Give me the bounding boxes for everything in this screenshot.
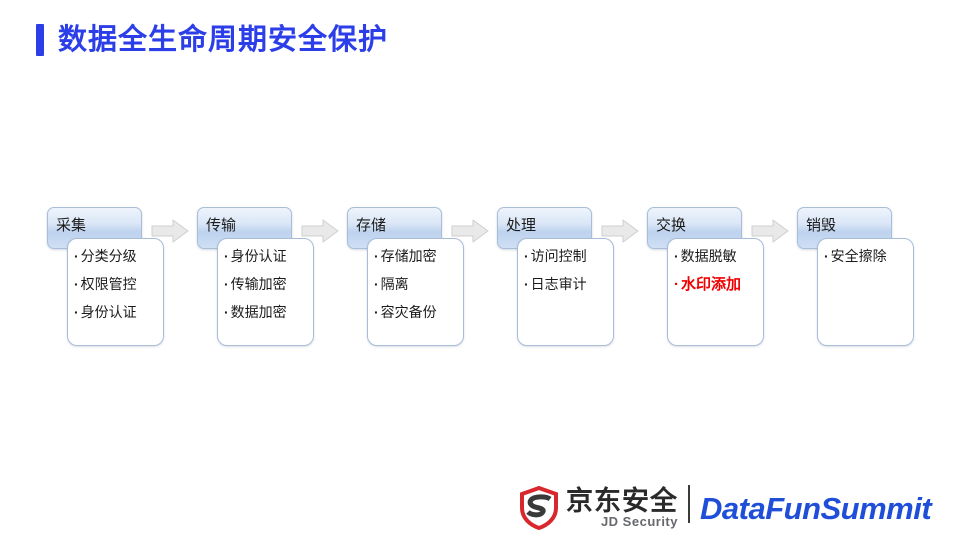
flow-stage-card: 分类分级权限管控身份认证 <box>67 238 164 346</box>
lifecycle-flow-diagram: 采集分类分级权限管控身份认证传输身份认证传输加密数据加密存储存储加密隔离容灾备份… <box>47 207 914 357</box>
flow-stage-item: 身份认证 <box>74 305 163 319</box>
flow-stage-item: 日志审计 <box>524 277 613 291</box>
right-arrow-icon <box>451 219 489 243</box>
flow-stage-card: 数据脱敏水印添加 <box>667 238 764 346</box>
flow-stage-header-label: 传输 <box>206 217 237 234</box>
flow-stage-item: 访问控制 <box>524 249 613 263</box>
page-title: 数据全生命周期安全保护 <box>36 24 388 56</box>
flow-stage-item: 数据加密 <box>224 305 313 319</box>
flow-stage-header-label: 采集 <box>56 217 87 234</box>
right-arrow-icon <box>151 219 189 243</box>
shield-icon <box>518 485 560 531</box>
flow-stage-card: 访问控制日志审计 <box>517 238 614 346</box>
flow-stage-item: 权限管控 <box>74 277 163 291</box>
flow-stage-card: 存储加密隔离容灾备份 <box>367 238 464 346</box>
title-accent-bar <box>36 24 44 56</box>
flow-stage-header-label: 销毁 <box>806 217 837 234</box>
flow-stage-card: 安全擦除 <box>817 238 914 346</box>
datafunsummit-wordmark: DataFunSummit <box>700 490 932 526</box>
flow-stage-header-label: 存储 <box>356 217 387 234</box>
flow-stage: 传输身份认证传输加密数据加密 <box>197 207 322 357</box>
right-arrow-icon <box>301 219 339 243</box>
flow-stage: 销毁安全擦除 <box>797 207 922 357</box>
flow-stage-item: 水印添加 <box>674 277 763 292</box>
jd-security-en: JD Security <box>600 514 678 530</box>
flow-stage: 存储存储加密隔离容灾备份 <box>347 207 472 357</box>
flow-stage-item: 容灾备份 <box>374 305 463 319</box>
jd-security-wordmark: 京东安全 JD Security <box>566 485 678 530</box>
footer-logos: 京东安全 JD Security DataFunSummit <box>518 482 932 534</box>
flow-stage-header-label: 交换 <box>656 217 687 234</box>
flow-stage-item: 安全擦除 <box>824 249 913 263</box>
right-arrow-icon <box>601 219 639 243</box>
right-arrow-icon <box>751 219 789 243</box>
logo-divider <box>688 485 690 523</box>
flow-stage-header-label: 处理 <box>506 217 537 234</box>
flow-stage-item: 传输加密 <box>224 277 313 291</box>
flow-stage-item: 隔离 <box>374 277 463 291</box>
flow-stage: 交换数据脱敏水印添加 <box>647 207 772 357</box>
flow-stage: 采集分类分级权限管控身份认证 <box>47 207 172 357</box>
flow-stage-item: 身份认证 <box>224 249 313 263</box>
flow-stage-card: 身份认证传输加密数据加密 <box>217 238 314 346</box>
flow-stage-item: 分类分级 <box>74 249 163 263</box>
flow-stage-item: 存储加密 <box>374 249 463 263</box>
flow-stage-item: 数据脱敏 <box>674 249 763 263</box>
title-text: 数据全生命周期安全保护 <box>58 23 389 56</box>
flow-stage: 处理访问控制日志审计 <box>497 207 622 357</box>
jd-security-cn: 京东安全 <box>566 485 678 516</box>
